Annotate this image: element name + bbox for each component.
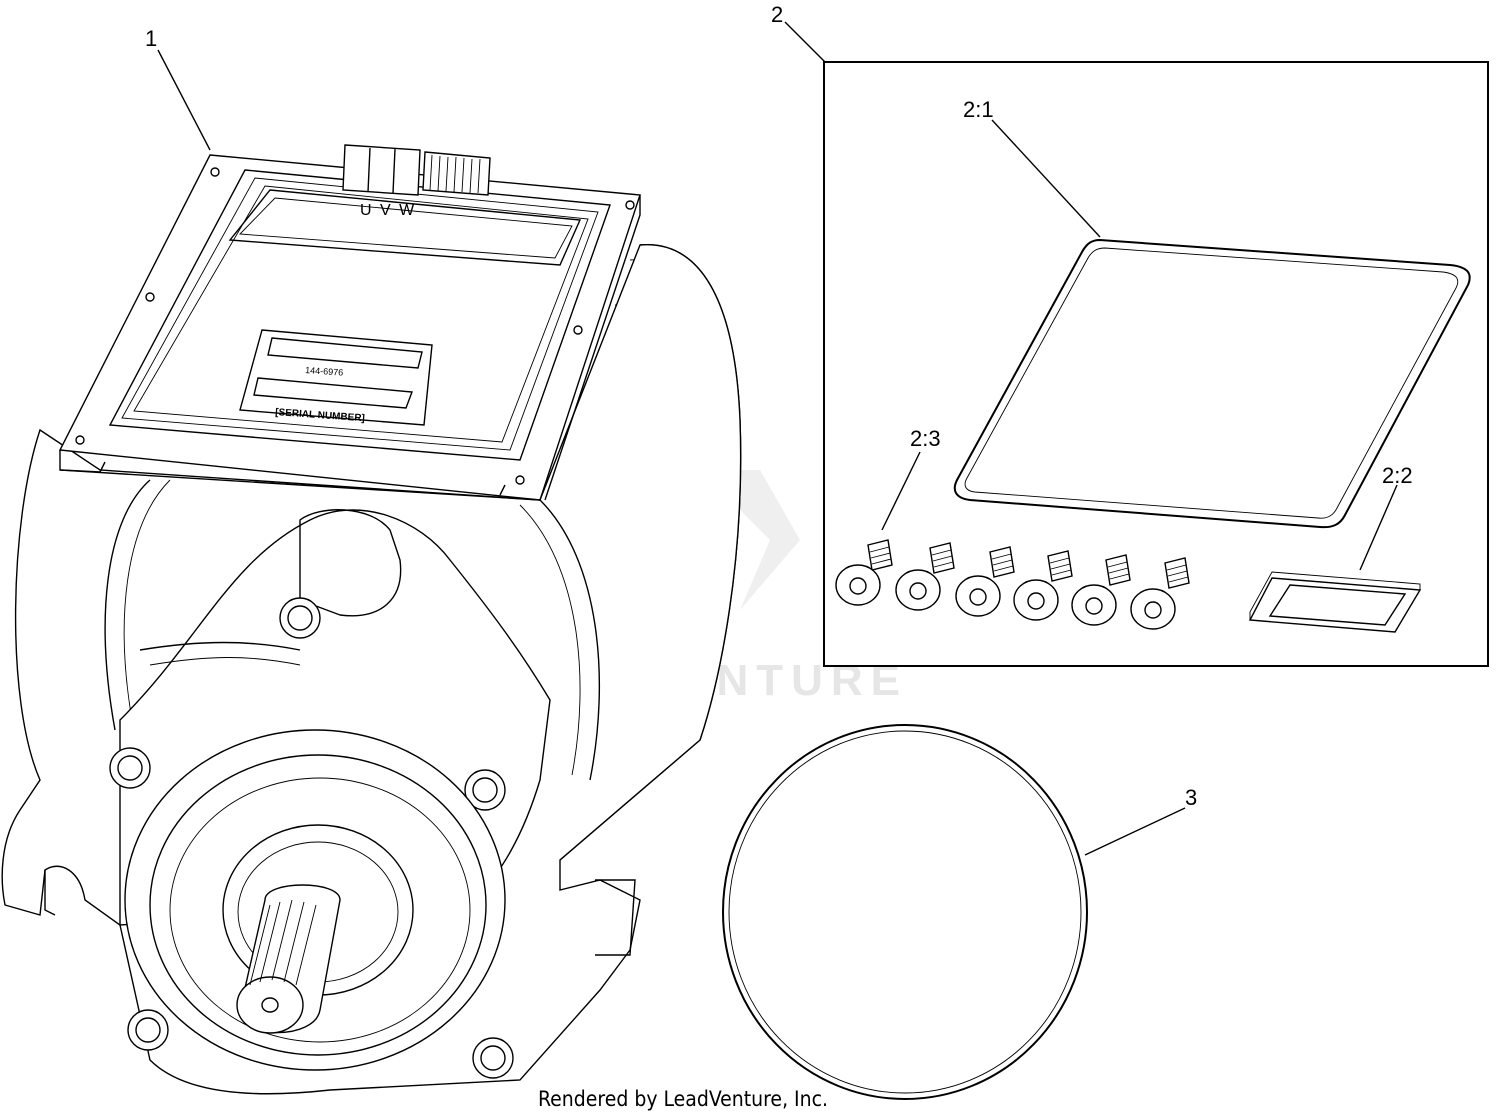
oring-part-3[interactable] [722,724,1088,1100]
gear-housing [109,509,551,1079]
leader-lines [157,21,1398,856]
pad-part-2-2[interactable] [1248,571,1422,633]
top-plate: U V W [58,144,641,501]
part-number-label: 144-6976 [305,365,344,378]
housing-bolts [109,597,514,1079]
screw [1013,550,1073,621]
screw [1130,557,1190,630]
screws-part-2-3[interactable] [835,539,1190,630]
callout-2-3: 2:3 [910,426,941,451]
callout-2-2: 2:2 [1382,463,1413,488]
screw [1071,554,1131,626]
screw [955,546,1015,617]
kit-box [823,61,1489,667]
output-shaft [236,884,341,1034]
callout-3: 3 [1185,785,1197,810]
terminal-label: U V W [360,202,416,219]
motor-part-1[interactable]: U V W 144-6976 [SERIAL NUMBER] [1,144,742,1095]
callout-1: 1 [145,26,157,51]
callout-2-1: 2:1 [963,97,994,122]
callout-2: 2 [771,2,783,27]
screw [835,539,893,606]
screw [895,542,955,611]
callout-labels: 1 2 2:1 2:2 2:3 3 [145,2,1413,810]
kit-part-2[interactable] [823,61,1489,667]
gasket-part-2-1[interactable] [953,238,1471,529]
footer-credit: Rendered by LeadVenture, Inc. [538,1087,828,1111]
serial-label-plate: 144-6976 [SERIAL NUMBER] [239,329,433,426]
